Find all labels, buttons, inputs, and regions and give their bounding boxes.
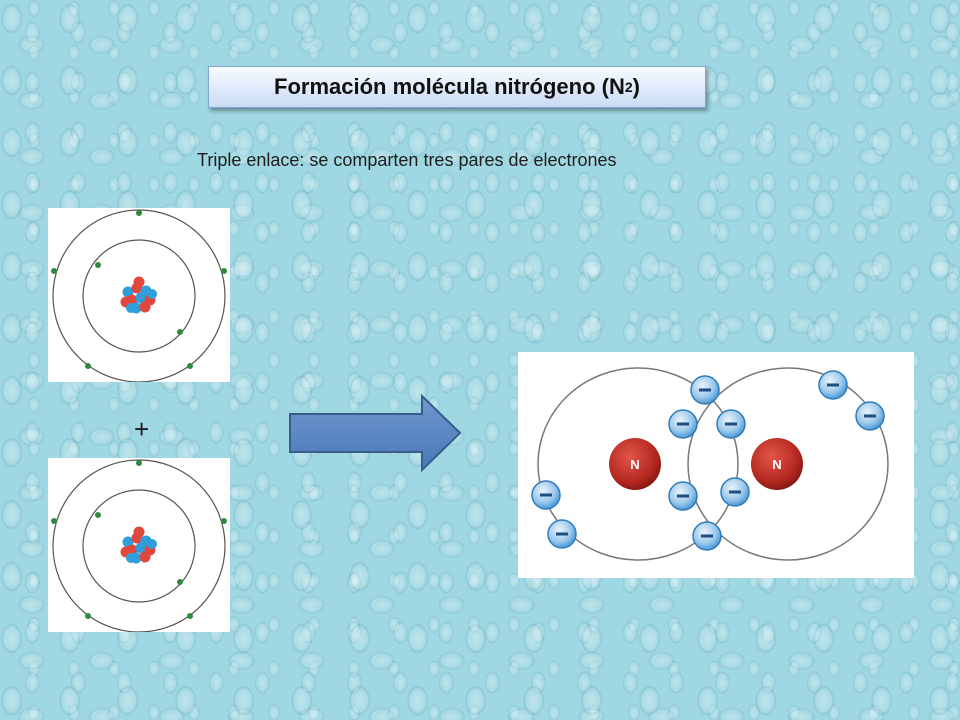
title-text: Formación molécula nitrógeno (N (274, 74, 625, 99)
nitrogen-atom-bottom (48, 458, 230, 632)
electrons (51, 210, 227, 369)
electrons (531, 370, 885, 551)
slide-subtitle: Triple enlace: se comparten tres pares d… (197, 150, 617, 170)
svg-text:N: N (630, 457, 639, 472)
nitrogen-atom-top (48, 208, 230, 382)
plus-sign: + (134, 414, 150, 444)
arrow-right-icon (288, 393, 464, 477)
inner-orbit (82, 489, 196, 603)
inner-orbit (82, 239, 196, 353)
nucleus (120, 276, 157, 314)
title-suffix: ) (632, 74, 640, 99)
title-subscript: 2 (624, 79, 633, 95)
left-shell (537, 367, 739, 561)
right-shell (687, 367, 889, 561)
nucleus (120, 526, 157, 564)
electrons (51, 460, 227, 619)
nucleus-left: N (609, 438, 661, 490)
nitrogen-molecule-diagram: N N (518, 352, 914, 578)
nucleus-right: N (751, 438, 803, 490)
svg-text:N: N (772, 457, 781, 472)
